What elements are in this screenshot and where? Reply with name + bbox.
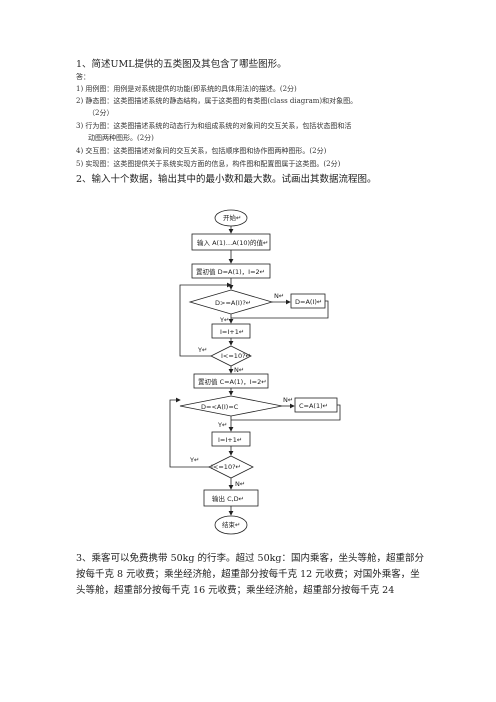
answer-item-2: 2) 静态图：这类图描述系统的静态结构，属于这类图的有类图(class diag… [76,97,358,105]
answer-item-1: 1) 用例图：用例是对系统提供的功能(即系统的具体用法)的描述。(2分) [76,85,297,93]
init-c-label: 置初值 C=A(1)，I=2↵ [198,377,267,386]
loop-back-2 [169,397,209,468]
question-3-text: 3、乘客可以免费携带 50kg 的行李。超过 50kg：国内乘客，坐头等舱，超重… [76,553,424,596]
loop-back-1 [179,282,232,357]
answer-item-3: 3) 行为图：这类图描述系统的动态行为和组成系统的对象间的交互关系，包括状态图和… [76,122,352,130]
decision-min-label: D=<A(I)=C [201,403,239,411]
decision-loop-1-label: I<=10?↵ [221,352,251,360]
yes-label-1: Y↵ [219,316,229,324]
increment-1-label: I=I+1↵ [220,328,244,336]
no-label-1: N↵ [274,292,284,300]
question-2-title: 2、输入十个数据，输出其中的最小数和最大数。试画出其数据流程图。 [76,174,377,185]
start-label: 开始↵ [223,213,241,222]
input-label: 输入 A(1)…A(10)的值↵ [197,238,268,247]
decision-max-label: D>=A(I)?↵ [215,299,251,307]
connector [231,404,341,421]
no-label-2: N↵ [234,366,244,374]
question-1-title: 1、简述UML提供的五类图及其包含了哪些图形。 [76,59,287,70]
answer-label: 答： [76,73,90,81]
connector [231,300,329,319]
yes-label-2: Y↵ [197,346,207,354]
end-label: 结束↵ [222,520,240,529]
answer-item-4: 4) 交互图：这类图描述对象间的交互关系，包括顺序图和协作图两种图形。(2分) [76,147,327,155]
answer-item-3-cont: 动图两种图形。(2分) [88,134,154,142]
no-label-3: N↵ [283,396,293,404]
end-terminator [214,515,248,535]
decision-loop-2-label: I<=10?↵ [211,463,241,471]
output-label: 输出 C,D↵ [212,494,244,503]
increment-2-label: I=I+1↵ [218,436,242,444]
yes-label-3: Y↵ [217,421,227,429]
assign-d-label: D=A(I)↵ [295,298,322,306]
no-label-4: N↵ [235,480,245,488]
assign-c-label: C=A(1)↵ [299,402,328,410]
answer-item-2-cont: （2分） [88,109,114,117]
yes-label-4: Y↵ [189,456,199,464]
init-d-label: 置初值 D=A(1)，I=2↵ [196,267,265,276]
answer-item-5: 5) 实现图：这类图提供关于系统实现方面的信息，构件图和配置图属于这类图。(2分… [76,160,341,168]
